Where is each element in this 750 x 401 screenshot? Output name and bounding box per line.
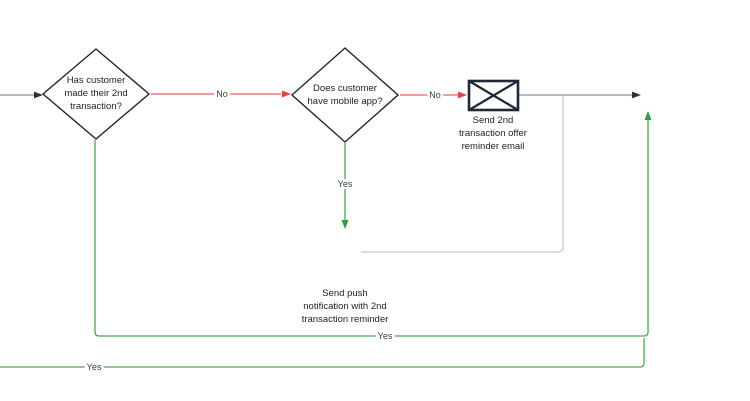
arrowhead-right-icon [282,90,291,98]
edge-label-yes-offscreen: Yes [84,362,104,372]
decision2-diamond[interactable] [290,47,400,143]
arrowhead-right-icon [632,91,641,99]
envelope-icon[interactable] [467,79,520,112]
arrowhead-right-icon [458,91,467,99]
edge-label-no-1: No [214,89,230,99]
edge-branch-to-push[interactable] [361,96,564,253]
edge-label-no-2: No [427,90,443,100]
decision1-diamond[interactable] [41,48,151,140]
arrowhead-up-icon [644,111,652,120]
arrowhead-down-icon [341,220,349,229]
edge-label-yes-loop: Yes [375,331,395,341]
edge-yes-decision1-loop[interactable] [94,111,652,337]
arrowhead-right-icon [34,91,43,99]
edge-yes-offscreen-loop[interactable] [0,338,645,368]
edge-label-yes-down: Yes [335,179,355,189]
edge-entry[interactable] [0,91,43,99]
edge-email-out[interactable] [519,91,641,99]
